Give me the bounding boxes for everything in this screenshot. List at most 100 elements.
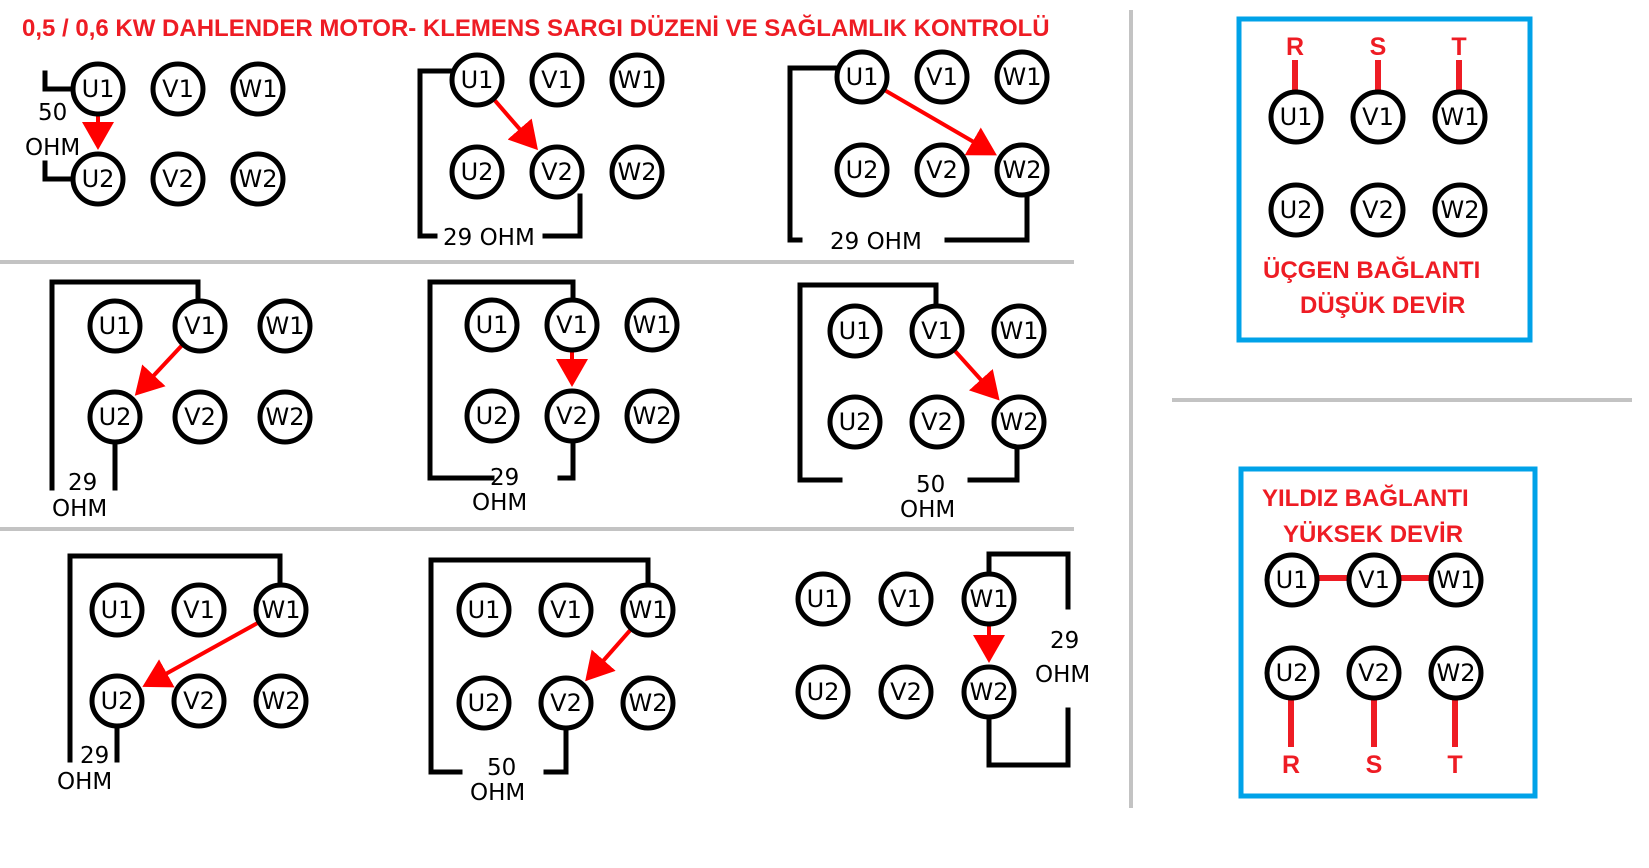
terminal-u1: U1 — [87, 298, 143, 354]
terminal-label: U2 — [1280, 196, 1313, 224]
terminal-u1: U1 — [89, 582, 145, 638]
phase-label-r: R — [1286, 33, 1304, 61]
terminal-circle — [538, 675, 594, 731]
terminal-label: U1 — [1280, 103, 1313, 131]
terminal-circle — [1264, 645, 1320, 701]
terminal-v1: V1 — [150, 61, 206, 117]
terminal-label: W1 — [1437, 566, 1476, 594]
terminal-u2: U2 — [1264, 645, 1320, 701]
terminal-v2: V2 — [1350, 182, 1406, 238]
terminal-v2: V2 — [171, 673, 227, 729]
ohmmeter-lead — [986, 551, 1071, 768]
terminal-circle — [914, 49, 970, 105]
terminal-v2: V2 — [544, 388, 600, 444]
terminal-circle — [878, 571, 934, 627]
terminal-label: V1 — [1358, 566, 1390, 594]
terminal-label: V2 — [184, 403, 216, 431]
terminal-circle — [878, 664, 934, 720]
terminal-label: V2 — [926, 156, 958, 184]
measurement-arrow — [493, 99, 538, 151]
terminal-u2: U2 — [87, 389, 143, 445]
terminal-label: W2 — [633, 402, 672, 430]
terminal-u1: U1 — [456, 582, 512, 638]
terminal-w1: W1 — [253, 582, 309, 638]
terminal-circle — [827, 394, 883, 450]
terminal-circle — [1346, 645, 1402, 701]
terminal-label: U1 — [839, 317, 872, 345]
terminal-u1: U1 — [1264, 552, 1320, 608]
terminal-v1: V1 — [544, 297, 600, 353]
terminal-w2: W2 — [624, 388, 680, 444]
resistance-label: OHM — [52, 496, 107, 522]
terminal-circle — [87, 298, 143, 354]
terminal-w1: W1 — [1432, 89, 1488, 145]
terminal-circle — [172, 298, 228, 354]
terminal-label: U2 — [839, 408, 872, 436]
terminal-w2: W2 — [609, 144, 665, 200]
terminal-label: U1 — [99, 312, 132, 340]
terminal-circle — [89, 582, 145, 638]
terminal-circle — [1432, 182, 1488, 238]
terminal-circle — [834, 142, 890, 198]
terminal-circle — [253, 582, 309, 638]
resistance-label: 29 OHM — [830, 229, 922, 255]
terminal-circle — [544, 297, 600, 353]
terminal-circle — [172, 389, 228, 445]
terminal-u1: U1 — [70, 61, 126, 117]
ohmmeter-lead — [67, 553, 283, 763]
terminal-label: V2 — [921, 408, 953, 436]
terminal-u2: U2 — [70, 151, 126, 207]
terminal-label: U1 — [846, 63, 879, 91]
terminal-circle — [449, 52, 505, 108]
terminal-w2: W2 — [1428, 645, 1484, 701]
phase-label-t: T — [1451, 33, 1466, 61]
terminal-w1: W1 — [994, 49, 1050, 105]
ohmmeter-lead — [417, 68, 583, 239]
terminal-circle — [150, 151, 206, 207]
terminal-circle — [1350, 182, 1406, 238]
star-caption-line1: YILDIZ BAĞLANTI — [1262, 484, 1469, 512]
terminal-circle — [1350, 89, 1406, 145]
terminal-v2: V2 — [538, 675, 594, 731]
terminal-circle — [620, 675, 676, 731]
terminal-label: V1 — [184, 312, 216, 340]
terminal-u2: U2 — [827, 394, 883, 450]
terminal-label: U2 — [99, 403, 132, 431]
terminal-label: U2 — [476, 402, 509, 430]
page-title: 0,5 / 0,6 KW DAHLENDER MOTOR- KLEMENS SA… — [22, 14, 1050, 42]
terminal-v1: V1 — [1346, 552, 1402, 608]
star-caption-line2: YÜKSEK DEVİR — [1283, 521, 1463, 548]
phase-label-t: T — [1447, 751, 1462, 779]
terminal-label: U1 — [101, 596, 134, 624]
terminal-circle — [538, 582, 594, 638]
terminal-u1: U1 — [827, 303, 883, 359]
terminal-v2: V2 — [529, 144, 585, 200]
terminal-circle — [1346, 552, 1402, 608]
terminal-label: V1 — [1362, 103, 1394, 131]
terminal-label: U1 — [461, 66, 494, 94]
resistance-label: OHM — [57, 769, 112, 795]
terminal-label: V2 — [183, 687, 215, 715]
terminal-v1: V1 — [878, 571, 934, 627]
terminal-circle — [624, 388, 680, 444]
terminal-label: V2 — [162, 165, 194, 193]
measurement-arrow — [142, 621, 259, 688]
resistance-label: 29 OHM — [443, 225, 535, 251]
terminal-label: U2 — [807, 678, 840, 706]
resistance-label: 29 — [80, 743, 109, 769]
terminal-circle — [87, 389, 143, 445]
terminal-u1: U1 — [1268, 89, 1324, 145]
terminal-label: U2 — [101, 687, 134, 715]
terminal-w1: W1 — [961, 571, 1017, 627]
terminal-circle — [529, 52, 585, 108]
ohmmeter-lead — [427, 279, 576, 481]
delta-box-frame — [1236, 16, 1533, 343]
